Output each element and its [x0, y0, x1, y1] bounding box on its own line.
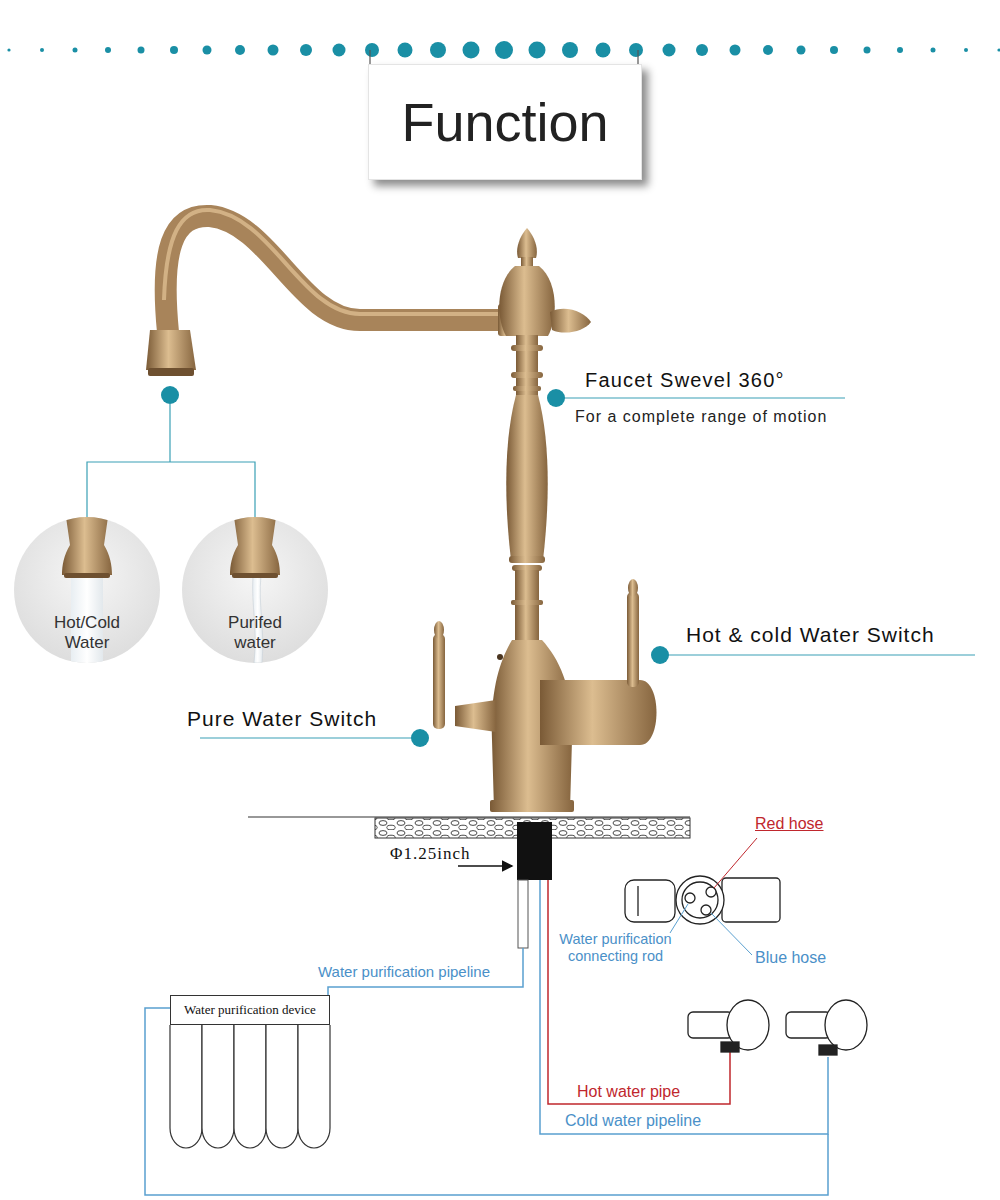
decor-dot	[203, 46, 212, 55]
callout-dots	[161, 386, 669, 747]
decor-dot	[964, 48, 968, 52]
decor-dot	[235, 45, 245, 55]
part-leaders	[670, 838, 757, 955]
angle-valves	[688, 1000, 867, 1055]
callout-label: Hot & cold Water Switch	[686, 622, 935, 647]
callout-label: Pure Water Switch	[187, 706, 377, 731]
purifier-cartridges	[170, 1025, 330, 1148]
decor-dot	[931, 48, 936, 53]
decor-dot	[7, 48, 10, 51]
mode-label: Purifed water	[207, 613, 303, 654]
purifier-box: Water purification device	[170, 995, 330, 1025]
pipe-label: Hot water pipe	[577, 1082, 680, 1101]
pipe-label: Water purification pipeline	[318, 963, 490, 981]
title-hangers	[370, 50, 638, 64]
part-label: Water purification connecting rod	[548, 931, 683, 966]
decor-dot	[897, 47, 903, 53]
decor-dot	[596, 43, 611, 58]
faucet-mode-circle: Purifed water	[182, 517, 328, 663]
faucet	[146, 210, 657, 812]
decor-dot	[268, 45, 279, 56]
decor-dot	[430, 42, 446, 58]
decor-dot	[365, 43, 379, 57]
decor-dot	[333, 44, 346, 57]
decor-dot	[663, 44, 676, 57]
decor-dot	[830, 46, 838, 54]
decor-dot	[696, 44, 708, 56]
decor-dot	[300, 44, 312, 56]
title-box: Function	[368, 64, 642, 180]
decor-dot	[398, 43, 413, 58]
dimension-label: Φ1.25inch	[390, 844, 470, 864]
decor-dot	[463, 42, 480, 59]
decor-dot	[138, 47, 145, 54]
decor-dot	[763, 45, 773, 55]
decor-dot	[864, 47, 871, 54]
decor-dot	[105, 47, 111, 53]
decor-dots	[7, 41, 1000, 59]
pipe-label: Cold water pipeline	[565, 1111, 701, 1130]
device-label: Water purification device	[179, 1002, 321, 1018]
pipes	[145, 880, 828, 1195]
callout-leaders	[87, 398, 975, 738]
decor-dot	[730, 45, 741, 56]
countertop	[248, 817, 690, 880]
title-text: Function	[401, 91, 608, 153]
decor-dot	[170, 46, 178, 54]
decor-dot	[73, 48, 78, 53]
decor-dot	[40, 48, 44, 52]
mode-label: Hot/Cold Water	[39, 613, 135, 654]
decor-dot	[495, 41, 513, 59]
decor-dot	[562, 42, 578, 58]
decor-dot	[629, 43, 643, 57]
faucet-mode-circle: Hot/Cold Water	[14, 517, 160, 663]
connecting-rod-part	[625, 876, 780, 924]
callout-label: Faucet Swevel 360°	[585, 368, 785, 392]
decor-dot	[997, 48, 1000, 51]
part-label: Red hose	[755, 814, 824, 833]
decor-dot	[529, 42, 546, 59]
callout-note: For a complete range of motion	[575, 407, 827, 426]
part-label: Blue hose	[755, 948, 826, 967]
decor-dot	[797, 46, 806, 55]
